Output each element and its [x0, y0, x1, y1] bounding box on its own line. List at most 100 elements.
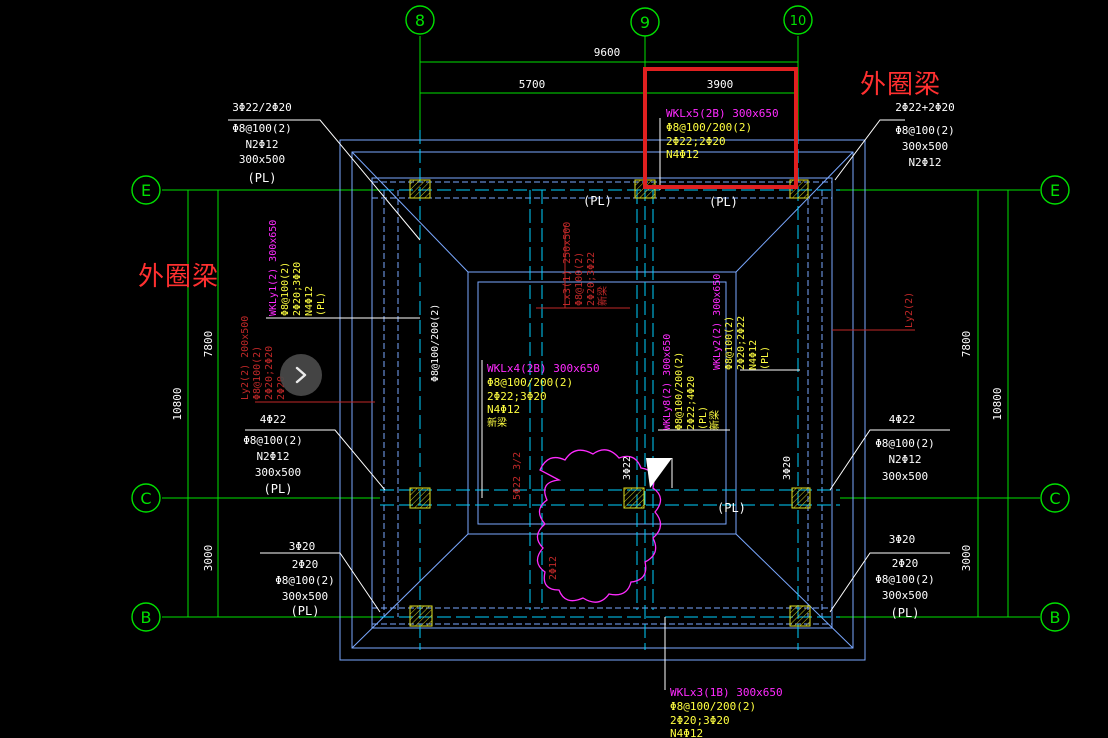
beam-line: 新梁 — [487, 416, 507, 429]
pl-label: (PL) — [709, 195, 738, 209]
beam-line: Φ8@100/200(2) — [674, 352, 685, 430]
pl-label: (PL) — [717, 501, 746, 515]
beam-line: 新梁 — [596, 286, 609, 306]
beam-label-wkl5: WKLx5(2B) 300x650 Φ8@100/200(2) 2Φ22;2Φ2… — [666, 107, 779, 161]
beam-label-wkly8: WKLy8(2) 300x650 Φ8@100/200(2) 2Φ22;4Φ20… — [662, 334, 721, 430]
beam-line: Φ8@100/200(2) — [670, 700, 756, 713]
svg-text:300x500: 300x500 — [882, 589, 928, 602]
annotation-outer-beam-left: 外圈梁 — [138, 262, 220, 292]
beam-line: (PL) — [316, 292, 327, 316]
beam-line: N4Φ12 — [748, 340, 759, 370]
svg-text:Φ8@100(2): Φ8@100(2) — [875, 573, 935, 586]
note-middle-left: 4Φ22 Φ8@100(2) N2Φ12 300x500 (PL) — [243, 413, 303, 496]
beam-line: 新梁 — [708, 410, 721, 430]
note-middle-right: 4Φ22 Φ8@100(2) N2Φ12 300x500 — [875, 413, 935, 483]
beam-title: Lx3(1) 250x500 — [562, 222, 573, 306]
svg-text:(PL): (PL) — [891, 606, 920, 620]
grid-label-c-right: C — [1049, 489, 1060, 508]
svg-text:N2Φ12: N2Φ12 — [245, 138, 278, 151]
next-image-button[interactable] — [280, 354, 322, 396]
stirrup-label: Φ8@100/200(2) — [430, 304, 441, 382]
beam-line: 2Φ20;2Φ20 — [264, 346, 275, 400]
svg-text:N2Φ12: N2Φ12 — [908, 156, 941, 169]
beam-line: 2Φ20;2Φ22 — [736, 316, 747, 370]
beam-line: Φ8@100(2) — [280, 262, 291, 316]
svg-text:300x500: 300x500 — [239, 153, 285, 166]
rebar-label: 3Φ20 — [782, 456, 793, 480]
columns — [409, 179, 811, 627]
beam-title: WKLx4(2B) 300x650 — [487, 362, 600, 375]
column-8c — [409, 487, 431, 509]
column-8e — [409, 179, 431, 199]
beam-line: (PL) — [760, 346, 771, 370]
dim-7800-left: 7800 — [202, 331, 215, 358]
dim-3000-left: 3000 — [202, 545, 215, 572]
cloud-note-b: 2Φ12 — [548, 556, 559, 580]
beam-title: WKLy1(2) 300x650 — [268, 220, 279, 316]
svg-text:(PL): (PL) — [291, 604, 320, 618]
beam-line: N4Φ12 — [670, 727, 703, 738]
dim-7800-right: 7800 — [960, 331, 973, 358]
svg-text:Φ8@100(2): Φ8@100(2) — [275, 574, 335, 587]
dim-3900: 3900 — [707, 78, 734, 91]
grid-label-e-left: E — [141, 181, 151, 200]
column-10b — [789, 605, 811, 627]
svg-text:300x500: 300x500 — [255, 466, 301, 479]
vertical-labels: Φ8@100/200(2) 3Φ22 3Φ20 — [430, 304, 793, 480]
dim-3000-right: 3000 — [960, 545, 973, 572]
dim-10800-right: 10800 — [991, 387, 1004, 420]
beam-line: Φ8@100(2) — [724, 316, 735, 370]
rebar-label: 3Φ22 — [622, 456, 633, 480]
note-upper-right: 2Φ22+2Φ20 Φ8@100(2) 300x500 N2Φ12 — [895, 101, 955, 169]
highlight-box — [643, 67, 798, 189]
note-upper-left: 3Φ22/2Φ20 Φ8@100(2) N2Φ12 300x500 (PL) — [232, 101, 292, 185]
grid-label-10: 10 — [790, 14, 807, 29]
beam-line: 2Φ22;3Φ20 — [487, 390, 547, 403]
note-lower-left: 3Φ20 2Φ20 Φ8@100(2) 300x500 (PL) — [275, 540, 335, 618]
axis-center-lines — [380, 130, 840, 650]
cloud-note-a: 5Φ22 3/2 — [512, 452, 523, 500]
beam-line: N4Φ12 — [666, 148, 699, 161]
grid-label-8: 8 — [415, 11, 425, 30]
column-8b — [409, 605, 433, 627]
pl-labels: (PL) (PL) (PL) — [583, 194, 746, 515]
beam-title: WKLy2(2) 300x650 — [712, 274, 723, 370]
beam-line: N4Φ12 — [304, 286, 315, 316]
svg-text:300x500: 300x500 — [882, 470, 928, 483]
grid-label-9: 9 — [640, 13, 650, 32]
svg-text:3Φ20: 3Φ20 — [889, 533, 916, 546]
beam-line: 2Φ20 — [276, 376, 287, 400]
column-9c — [623, 487, 645, 509]
beam-title: Ly2(2) 200x500 — [240, 316, 251, 400]
roof-outline — [339, 139, 866, 661]
dim-5700: 5700 — [519, 78, 546, 91]
beam-line: 2Φ22;2Φ20 — [666, 135, 726, 148]
beam-line: N4Φ12 — [487, 403, 520, 416]
svg-text:3Φ22/2Φ20: 3Φ22/2Φ20 — [232, 101, 292, 114]
beam-line: Φ8@100(2) — [574, 252, 585, 306]
grid-label-e-right: E — [1050, 181, 1060, 200]
leader-lines — [228, 118, 950, 690]
svg-text:Φ8@100(2): Φ8@100(2) — [895, 124, 955, 137]
beam-line: 2Φ20;3Φ22 — [586, 252, 597, 306]
beam-line: 2Φ20;3Φ20 — [670, 714, 730, 727]
grid-label-c-left: C — [140, 489, 151, 508]
beam-label-ly2-right: Ly2(2) — [904, 292, 915, 328]
beam-title: WKLx5(2B) 300x650 — [666, 107, 779, 120]
beam-line: 2Φ22;4Φ20 — [686, 376, 697, 430]
svg-text:2Φ20: 2Φ20 — [292, 558, 319, 571]
svg-text:4Φ22: 4Φ22 — [889, 413, 916, 426]
svg-text:4Φ22: 4Φ22 — [260, 413, 287, 426]
beam-line: 2Φ20;3Φ20 — [292, 262, 303, 316]
beam-line: (PL) — [698, 406, 709, 430]
beam-title: WKLx3(1B) 300x650 — [670, 686, 783, 699]
beam-label-wkl4: WKLx4(2B) 300x650 Φ8@100/200(2) 2Φ22;3Φ2… — [487, 362, 600, 429]
svg-text:(PL): (PL) — [248, 171, 277, 185]
chevron-right-icon — [295, 366, 307, 384]
beam-line: Φ8@100(2) — [252, 346, 263, 400]
svg-text:300x500: 300x500 — [282, 590, 328, 603]
beam-line: Φ8@100/200(2) — [487, 376, 573, 389]
svg-text:2Φ20: 2Φ20 — [892, 557, 919, 570]
dim-total: 9600 — [594, 46, 621, 59]
